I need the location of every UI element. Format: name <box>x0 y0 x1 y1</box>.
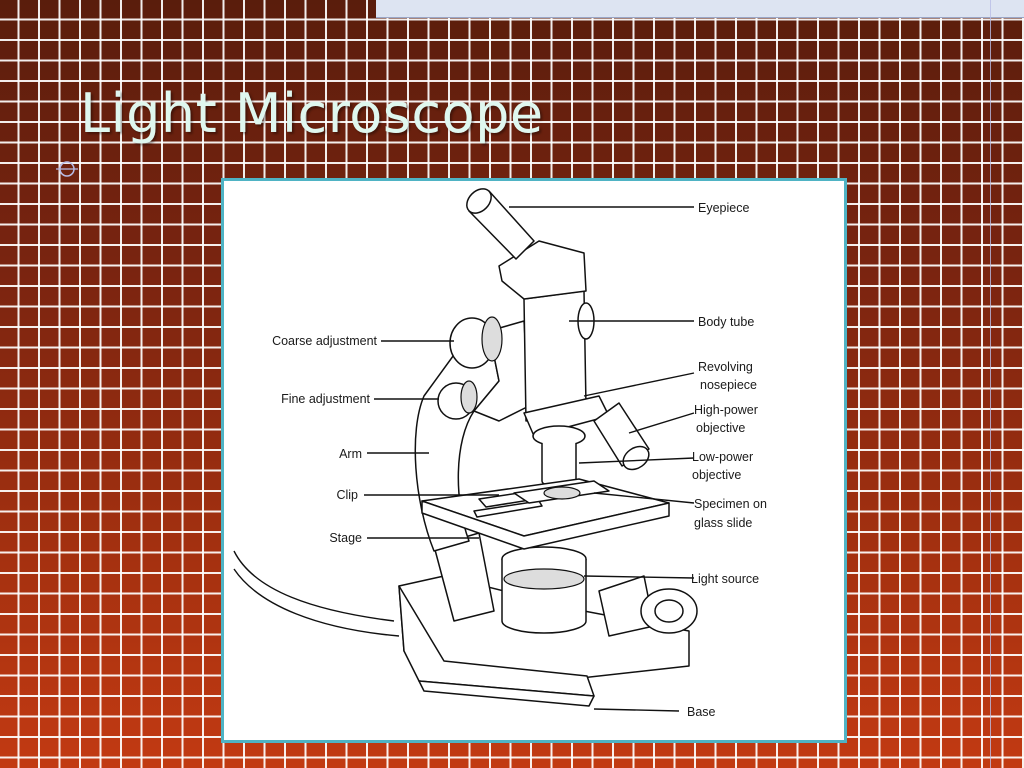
label-stage: Stage <box>329 531 362 545</box>
label-low-power-2: objective <box>692 468 741 482</box>
label-specimen-1: Specimen on <box>694 497 767 511</box>
arm-shape <box>414 330 500 552</box>
label-high-power-2: objective <box>696 421 745 435</box>
crosshair-bullet-icon <box>56 161 78 177</box>
label-body-tube: Body tube <box>698 315 754 329</box>
label-light-source: Light source <box>691 572 759 586</box>
label-revolving-nosepiece-2: nosepiece <box>700 378 757 392</box>
label-fine-adjustment: Fine adjustment <box>281 392 370 406</box>
microscope-diagram: Coarse adjustment Fine adjustment Arm Cl… <box>221 178 847 743</box>
slide-title: Light Microscope <box>80 82 544 145</box>
top-decorative-bar <box>376 0 1024 18</box>
label-coarse-adjustment: Coarse adjustment <box>272 334 377 348</box>
microscope-drawing: Coarse adjustment Fine adjustment Arm Cl… <box>233 188 767 719</box>
label-revolving-nosepiece-1: Revolving <box>698 360 753 374</box>
base-toe <box>418 680 595 707</box>
right-vertical-rule <box>990 0 991 768</box>
light-housing-ring <box>503 568 585 590</box>
label-base: Base <box>687 705 716 719</box>
label-eyepiece: Eyepiece <box>698 201 749 215</box>
label-low-power-1: Low-power <box>692 450 753 464</box>
power-cord-lower <box>233 568 400 637</box>
eyepiece-housing <box>498 240 587 300</box>
label-clip: Clip <box>336 488 358 502</box>
label-high-power-1: High-power <box>694 403 758 417</box>
label-arm: Arm <box>339 447 362 461</box>
label-specimen-2: glass slide <box>694 516 752 530</box>
power-cord <box>233 550 395 622</box>
specimen <box>543 486 581 500</box>
